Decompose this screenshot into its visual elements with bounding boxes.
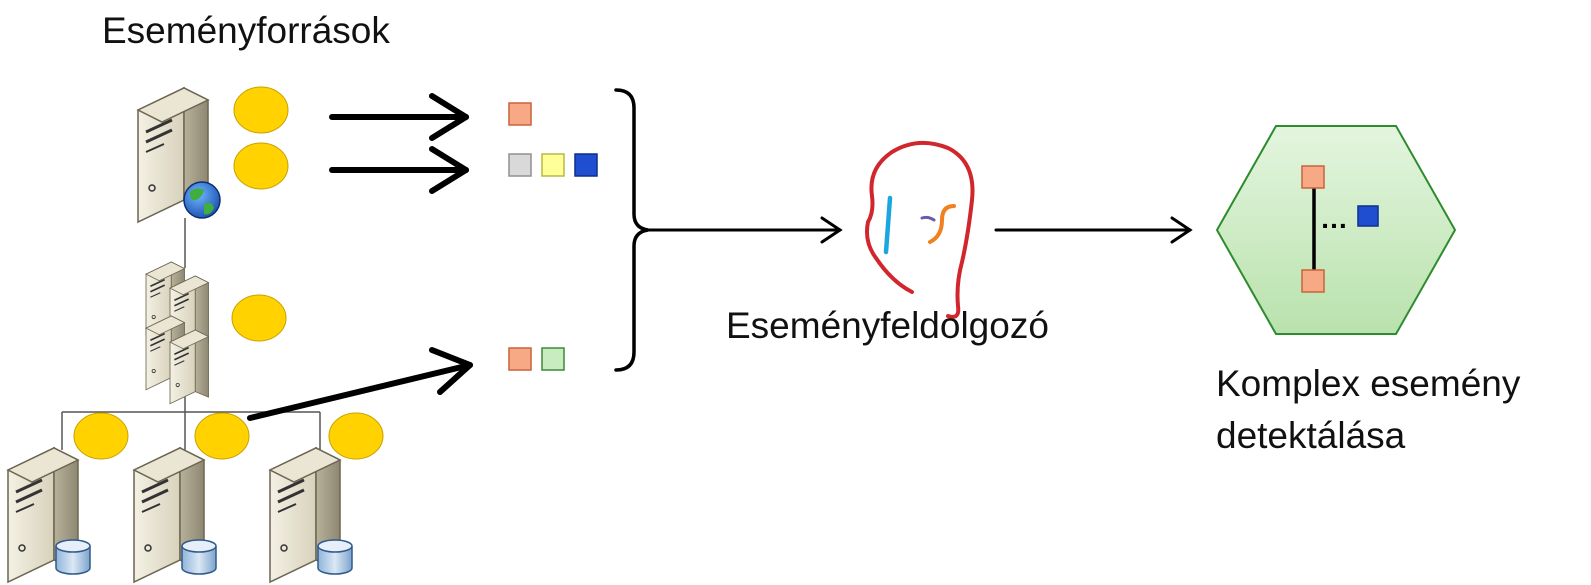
web-server-icon [136, 86, 221, 224]
stream-3 [508, 347, 565, 371]
event-source-marker-3 [231, 294, 287, 342]
db-server-icon-3 [268, 446, 353, 584]
pattern-event-bottom [1301, 269, 1325, 293]
hexagon-pattern-icon: … [1215, 125, 1457, 335]
event-source-marker-5 [194, 412, 250, 460]
merge-bracket [614, 88, 649, 372]
server-cluster-icon [145, 261, 210, 405]
event-source-markers [73, 86, 384, 460]
pattern-ellipsis: … [1320, 203, 1348, 234]
pattern-event-top [1301, 165, 1325, 189]
event-processor-label: Eseményfeldolgozó [726, 305, 1049, 346]
event-source-marker-4 [73, 412, 129, 460]
db-server-icon-2 [132, 446, 217, 584]
event-source-marker-6 [328, 412, 384, 460]
complex-event-label-line2: detektálása [1216, 415, 1406, 456]
event-source-marker-2 [233, 142, 289, 190]
event-square-orange [508, 347, 532, 371]
event-streams [508, 102, 598, 371]
arrow-to-complex-event [994, 216, 1193, 244]
db-server-icon-1 [6, 446, 91, 584]
arrow-to-processor [646, 216, 843, 244]
event-square-blue [574, 153, 598, 177]
event-sources-title: Eseményforrások [102, 10, 390, 51]
event-square-green [541, 347, 565, 371]
event-square-gray [508, 153, 532, 177]
event-square-yellow [541, 153, 565, 177]
event-square-orange [508, 102, 532, 126]
globe-icon [183, 181, 221, 219]
stream-2 [508, 153, 598, 177]
event-source-marker-1 [233, 86, 289, 134]
stream-1 [508, 102, 532, 126]
complex-event-label-line1: Komplex esemény [1216, 363, 1521, 404]
head-profile-icon [865, 140, 975, 319]
pattern-event-blue [1357, 205, 1379, 227]
source-arrows [247, 93, 473, 421]
